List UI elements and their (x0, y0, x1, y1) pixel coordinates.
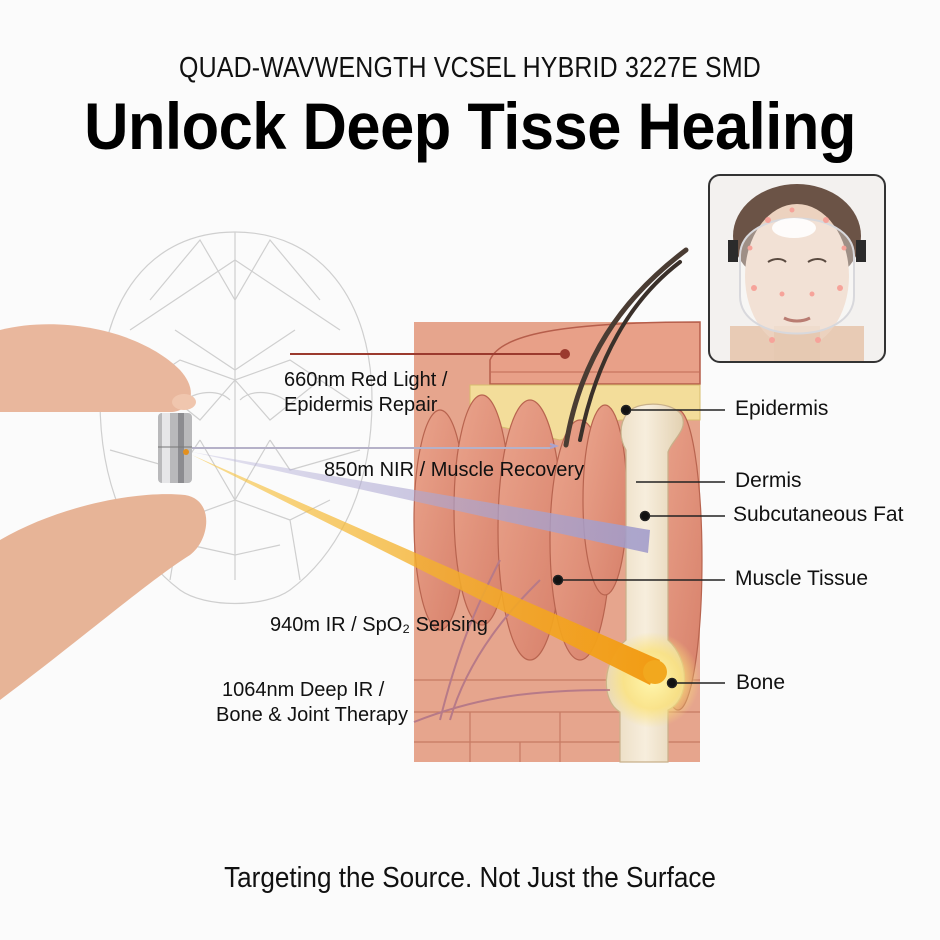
label-1064nm: 1064nm Deep IR / Bone & Joint Therapy (216, 679, 408, 726)
vcsel-cylinder-icon (158, 413, 192, 483)
subtitle: QUAD-WAVWENGTH VCSEL HYBRID 3227E SMD (179, 52, 761, 84)
label-850nm: 850m NIR / Muscle Recovery (324, 459, 585, 481)
label-bone: Bone (736, 671, 786, 694)
label-660nm: 660nm Red Light / Epidermis Repair (284, 369, 448, 416)
tagline: Targeting the Source. Not Just the Surfa… (224, 862, 716, 894)
label-940nm: 940m IR / SpO₂ Sensing (270, 614, 488, 636)
label-dermis: Dermis (735, 469, 802, 492)
label-muscle-tissue: Muscle Tissue (735, 567, 869, 590)
hand (0, 324, 207, 700)
face-mask-illustration (728, 184, 866, 361)
nir-beam (192, 452, 650, 553)
led-face-mask-photo (708, 174, 886, 363)
label-epidermis: Epidermis (735, 397, 829, 420)
ir-beam (192, 455, 660, 685)
label-subcutaneous-fat: Subcutaneous Fat (733, 503, 904, 526)
page-title: Unlock Deep Tisse Healing (84, 89, 856, 163)
